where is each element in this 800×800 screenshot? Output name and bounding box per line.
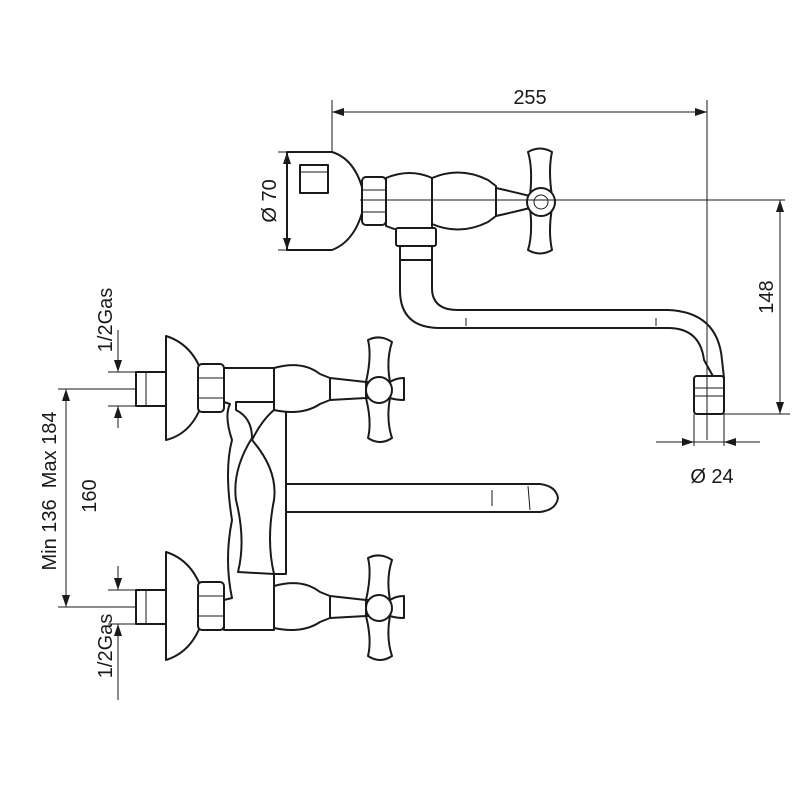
lower-bonnet [273, 582, 331, 631]
dim-255: 255 [513, 87, 546, 109]
dim-diameter-70: Ø 70 [259, 179, 281, 222]
top-view [286, 147, 785, 415]
upper-inlet-pipe [135, 371, 171, 407]
front-spout [285, 483, 559, 513]
top-spout [399, 259, 715, 379]
lower-cross-handle [329, 554, 405, 661]
dim-upper-inlet: 1/2Gas [95, 288, 117, 352]
dim-148: 148 [756, 280, 778, 313]
top-swivel-nut [395, 227, 437, 247]
lower-inlet-pipe [135, 589, 171, 625]
dim-160: 160 [79, 479, 101, 512]
top-inlet-nut [299, 164, 329, 194]
upper-cross-handle [329, 336, 405, 443]
top-outlet [693, 375, 725, 415]
front-view [135, 335, 559, 661]
dim-lower-inlet: 1/2Gas [95, 614, 117, 678]
dimension-lines [58, 100, 790, 700]
dim-range: Min 136 Max 184 [39, 412, 61, 571]
front-body [223, 367, 275, 631]
top-hex-nut [361, 176, 387, 226]
top-valve-bonnet [431, 171, 497, 231]
lower-hex-nut [197, 581, 225, 631]
top-cross-handle [495, 147, 556, 255]
upper-bonnet [273, 364, 331, 413]
dim-diameter-24: Ø 24 [690, 466, 733, 488]
upper-hex-nut [197, 363, 225, 413]
top-valve-body [385, 172, 433, 233]
